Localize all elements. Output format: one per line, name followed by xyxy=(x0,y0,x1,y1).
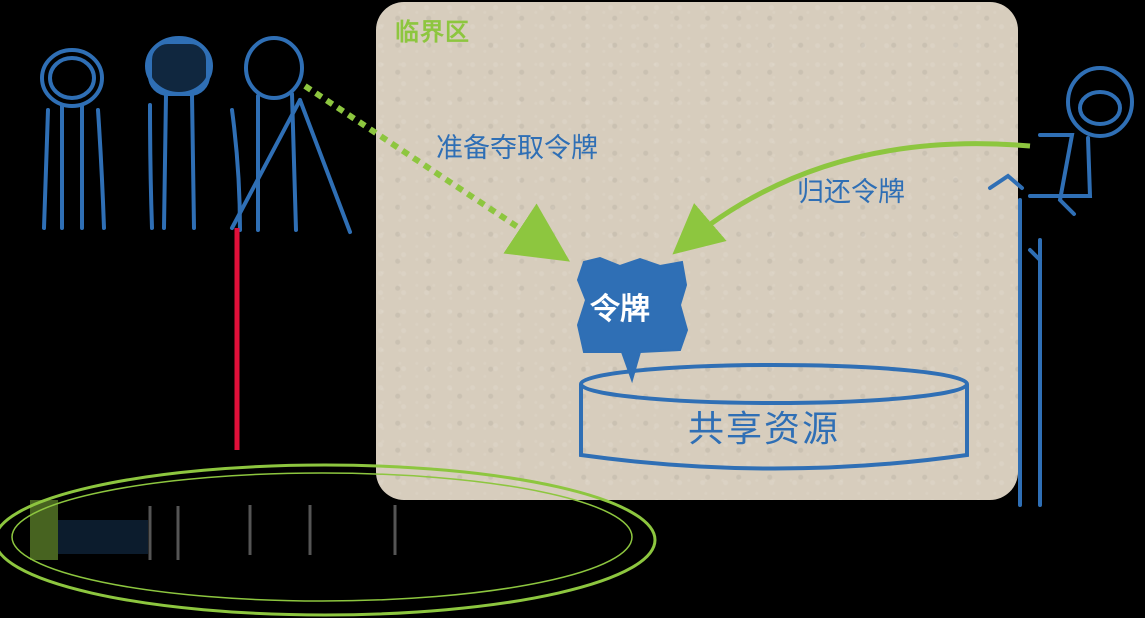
waiting-queue-ellipse xyxy=(0,463,657,617)
token-label: 令牌 xyxy=(590,292,650,327)
return-token-arrow xyxy=(672,141,1031,255)
shared-resource-label: 共享资源 xyxy=(688,409,841,450)
acquire-token-label: 准备夺取令牌 xyxy=(436,133,598,164)
stick-figure-icon xyxy=(988,66,1134,507)
token-shape xyxy=(576,256,689,384)
stick-figure-icon xyxy=(230,36,352,234)
return-token-label: 归还令牌 xyxy=(797,177,905,208)
critical-section-title: 临界区 xyxy=(395,18,470,46)
stick-figure-icon xyxy=(145,36,222,235)
acquire-token-arrow xyxy=(303,83,571,262)
stick-figure-icon xyxy=(40,48,106,230)
shared-resource-cylinder xyxy=(579,363,969,471)
